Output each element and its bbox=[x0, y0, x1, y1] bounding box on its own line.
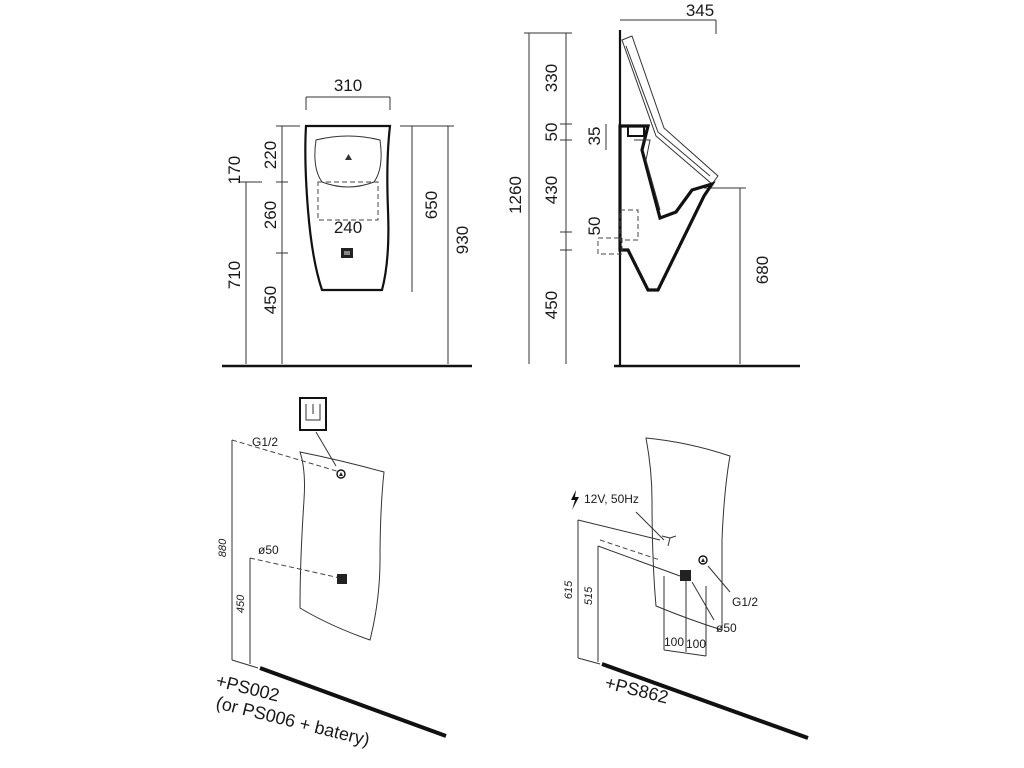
install-view-left: G1/2 ø50 880 450 +PS002 (or PS006 + bate… bbox=[214, 397, 447, 750]
dim-base: 450 bbox=[261, 286, 280, 314]
water-inlet bbox=[627, 125, 645, 137]
urinal-front-outline bbox=[304, 124, 392, 292]
dim-880: 880 bbox=[217, 538, 229, 557]
dim-depth: 345 bbox=[686, 1, 714, 20]
drain-label: ø50 bbox=[716, 621, 737, 635]
thread-label: G1/2 bbox=[732, 595, 758, 609]
power-label: 12V, 50Hz bbox=[584, 492, 639, 506]
sensor-icon bbox=[345, 154, 352, 160]
dim-inner-width: 240 bbox=[334, 218, 362, 237]
drain-icon bbox=[680, 570, 691, 581]
dim-v1: 330 bbox=[542, 64, 561, 92]
urinal-ghost-outline bbox=[299, 451, 385, 641]
dim-width: 310 bbox=[334, 76, 362, 95]
lid-outline bbox=[621, 35, 719, 185]
dim-v4: 50 bbox=[585, 217, 604, 236]
floor-line bbox=[259, 666, 447, 738]
front-view: 310 240 220 260 450 170 710 650 930 bbox=[222, 76, 472, 368]
urinal-side-body bbox=[618, 124, 716, 292]
thread-label: G1/2 bbox=[252, 435, 278, 449]
drain-line bbox=[249, 557, 341, 579]
lightning-icon bbox=[571, 490, 579, 510]
dim-v3: 430 bbox=[542, 176, 561, 204]
dim-615: 615 bbox=[563, 580, 575, 599]
basin-bowl bbox=[314, 135, 382, 188]
power-connector-icon bbox=[661, 535, 677, 547]
drain-icon bbox=[337, 574, 347, 584]
dim-v5: 450 bbox=[542, 291, 561, 319]
flush-box-outline bbox=[317, 181, 379, 221]
dim-right: 650 bbox=[422, 191, 441, 219]
urinal-ghost-outline bbox=[645, 437, 731, 631]
dim-left-top: 170 bbox=[225, 156, 244, 184]
dim-v2: 50 bbox=[542, 123, 561, 142]
spacing-a: 100 bbox=[664, 635, 684, 649]
dim-total: 930 bbox=[453, 226, 472, 254]
install-view-right: 12V, 50Hz G1/2 ø50 615 515 100 100 +PS86… bbox=[563, 437, 809, 740]
dim-total: 1260 bbox=[506, 176, 525, 214]
dim-left-bottom: 710 bbox=[225, 261, 244, 289]
drain-label: ø50 bbox=[258, 543, 279, 557]
spacing-b: 100 bbox=[686, 637, 706, 651]
dim-basin: 220 bbox=[261, 141, 280, 169]
dim-515: 515 bbox=[583, 586, 595, 605]
drain-pipe-outline bbox=[597, 237, 623, 255]
floor-line bbox=[601, 662, 809, 740]
water-line bbox=[231, 439, 341, 473]
side-view: 345 330 50 430 50 450 1260 35 680 bbox=[506, 1, 800, 368]
dim-450: 450 bbox=[235, 594, 247, 613]
dim-pipe: 35 bbox=[585, 127, 604, 146]
dim-tank: 260 bbox=[261, 201, 280, 229]
dim-right: 680 bbox=[753, 256, 772, 284]
